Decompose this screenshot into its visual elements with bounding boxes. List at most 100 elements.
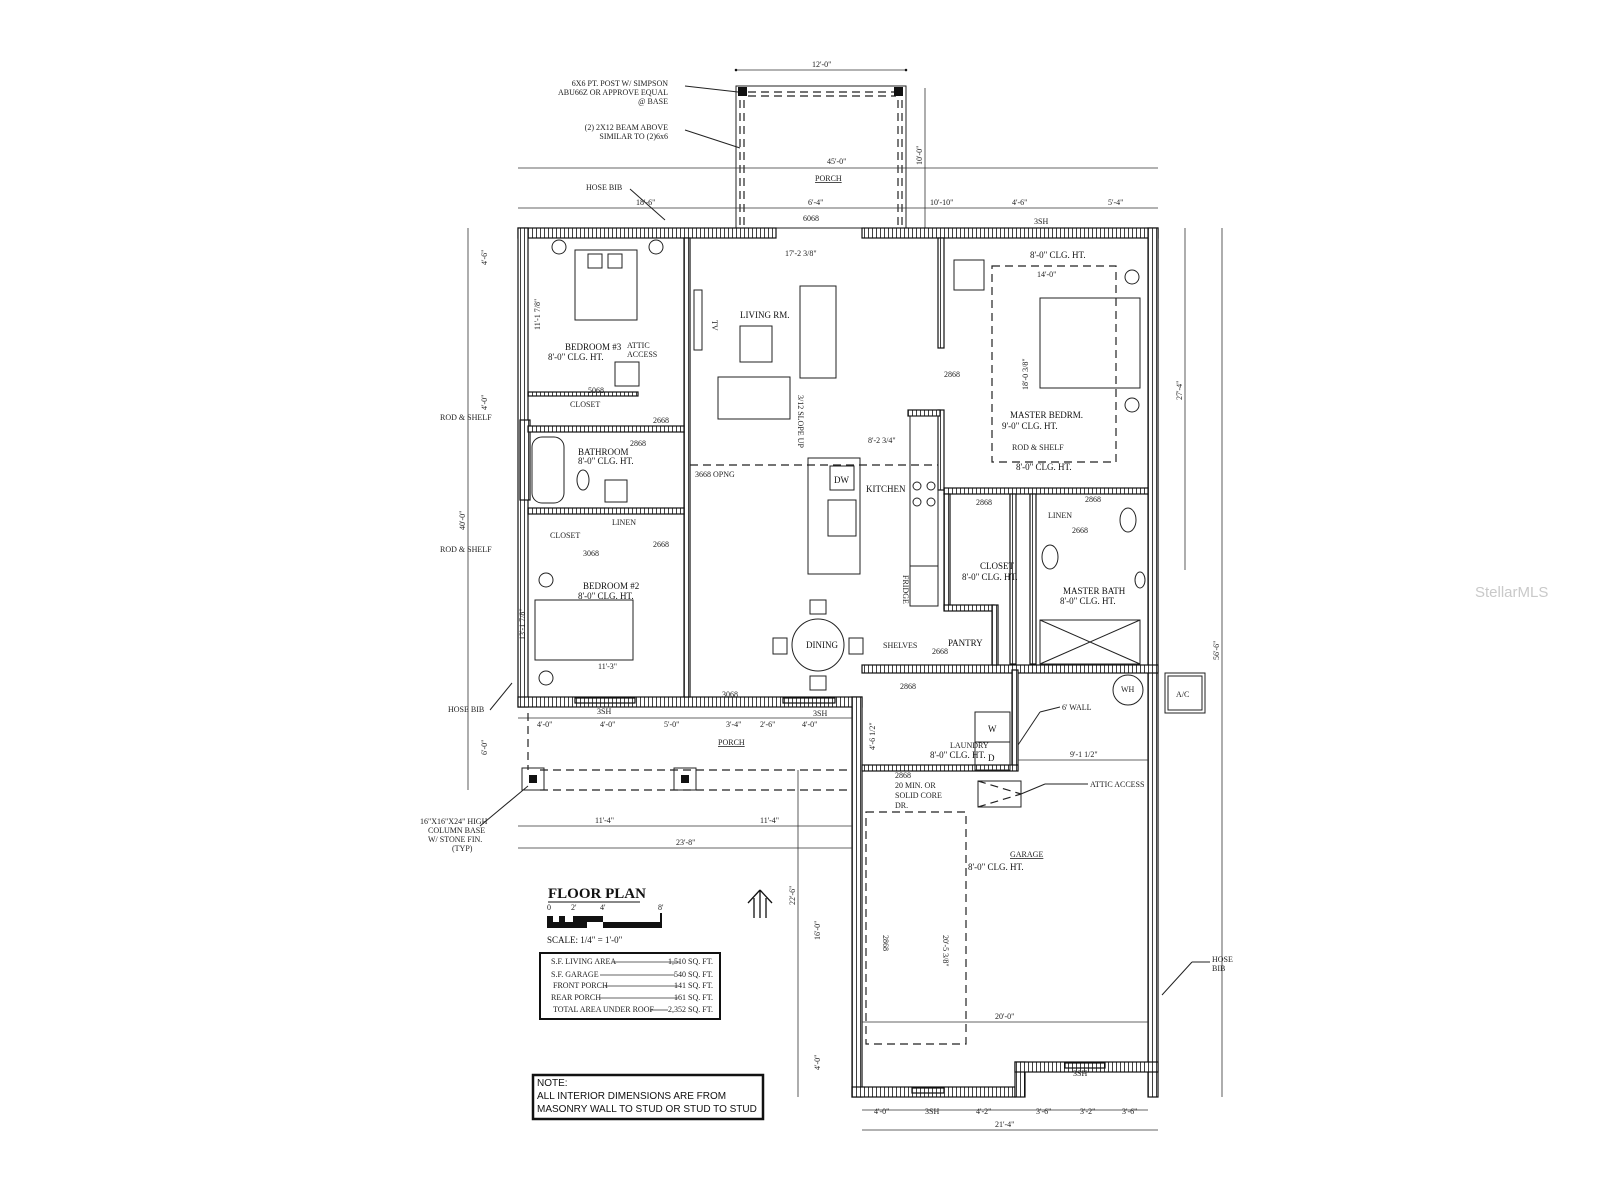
svg-text:40'-0": 40'-0" — [458, 511, 467, 530]
svg-text:FRONT PORCH: FRONT PORCH — [553, 981, 608, 990]
svg-text:3/12 SLOPE UP: 3/12 SLOPE UP — [796, 395, 805, 448]
svg-text:8'-0" CLG. HT.: 8'-0" CLG. HT. — [968, 862, 1024, 872]
svg-text:BIB: BIB — [1212, 964, 1225, 973]
svg-text:3068: 3068 — [722, 690, 738, 699]
svg-text:COLUMN BASE: COLUMN BASE — [428, 826, 485, 835]
svg-text:ATTIC ACCESS: ATTIC ACCESS — [1090, 780, 1144, 789]
bath-exterior — [519, 419, 531, 501]
svg-text:ROD & SHELF: ROD & SHELF — [1012, 443, 1064, 452]
svg-text:LAUNDRY: LAUNDRY — [950, 741, 989, 750]
svg-text:141 SQ. FT.: 141 SQ. FT. — [674, 981, 713, 990]
svg-text:8'-0" CLG. HT.: 8'-0" CLG. HT. — [578, 591, 634, 601]
master-suite: 8'-0" CLG. HT. 14'-0" MASTER BEDRM. 9'-0… — [932, 250, 1146, 665]
title-block: FLOOR PLAN 0 2' 4' 8' SCALE: 1/4" = 1'-0… — [547, 886, 664, 945]
svg-text:ROD & SHELF: ROD & SHELF — [440, 413, 492, 422]
svg-text:2868: 2868 — [881, 935, 890, 951]
svg-text:2868: 2868 — [900, 682, 916, 691]
svg-text:SCALE: 1/4" = 1'-0": SCALE: 1/4" = 1'-0" — [547, 935, 623, 945]
svg-text:2,352 SQ. FT.: 2,352 SQ. FT. — [668, 1005, 713, 1014]
svg-text:BATHROOM: BATHROOM — [578, 447, 629, 457]
svg-text:ALL INTERIOR DIMENSIONS ARE FR: ALL INTERIOR DIMENSIONS ARE FROM — [537, 1091, 726, 1102]
svg-text:11'-4": 11'-4" — [760, 816, 779, 825]
svg-text:BEDROOM #2: BEDROOM #2 — [583, 581, 639, 591]
column-base — [521, 767, 545, 791]
svg-text:22'-6": 22'-6" — [788, 886, 797, 905]
svg-text:LINEN: LINEN — [1048, 511, 1072, 520]
svg-text:4'-0": 4'-0" — [480, 395, 489, 410]
svg-text:CLOSET: CLOSET — [570, 400, 600, 409]
svg-text:CLOSET: CLOSET — [980, 561, 1015, 571]
svg-text:5'-0": 5'-0" — [664, 720, 679, 729]
svg-text:4'-0": 4'-0" — [537, 720, 552, 729]
svg-text:2668: 2668 — [653, 540, 669, 549]
svg-text:4'-0": 4'-0" — [813, 1055, 822, 1070]
svg-text:HOSE BIB: HOSE BIB — [448, 705, 484, 714]
water-heater — [1112, 674, 1144, 706]
tv-stand — [693, 289, 703, 351]
svg-text:4'-6": 4'-6" — [1012, 198, 1027, 207]
svg-text:MASTER BEDRM.: MASTER BEDRM. — [1010, 410, 1083, 420]
svg-text:8'-2 3/4": 8'-2 3/4" — [868, 436, 896, 445]
svg-text:0: 0 — [547, 903, 551, 912]
svg-text:540 SQ. FT.: 540 SQ. FT. — [674, 970, 713, 979]
svg-text:10'-10": 10'-10" — [930, 198, 953, 207]
svg-text:4'-0": 4'-0" — [600, 720, 615, 729]
svg-text:21'-4": 21'-4" — [995, 1120, 1014, 1129]
svg-text:18'-0 3/8": 18'-0 3/8" — [1021, 358, 1030, 390]
svg-text:GARAGE: GARAGE — [1010, 850, 1043, 859]
svg-text:PORCH: PORCH — [718, 738, 745, 747]
svg-text:S.F. LIVING AREA: S.F. LIVING AREA — [551, 957, 616, 966]
note-box: NOTE: ALL INTERIOR DIMENSIONS ARE FROM M… — [531, 1073, 765, 1121]
svg-text:11'-4": 11'-4" — [595, 816, 614, 825]
svg-text:9'-1 1/2": 9'-1 1/2" — [1070, 750, 1098, 759]
svg-text:6X6 PT. POST W/ SIMPSON: 6X6 PT. POST W/ SIMPSON — [572, 79, 668, 88]
svg-text:2668: 2668 — [1072, 526, 1088, 535]
svg-text:3SH: 3SH — [813, 709, 827, 718]
svg-text:A/C: A/C — [1176, 690, 1189, 699]
svg-text:13'-1 7/8": 13'-1 7/8" — [518, 608, 527, 640]
watermark: StellarMLS — [1475, 584, 1548, 601]
svg-text:3'-4": 3'-4" — [726, 720, 741, 729]
svg-text:8'-0" CLG. HT.: 8'-0" CLG. HT. — [548, 352, 604, 362]
svg-text:3'-6": 3'-6" — [1122, 1107, 1137, 1116]
svg-text:KITCHEN: KITCHEN — [866, 484, 906, 494]
porch-post — [894, 87, 903, 96]
kitchen-island — [807, 457, 861, 575]
svg-text:3068: 3068 — [583, 549, 599, 558]
interior-walls — [527, 237, 1149, 772]
svg-text:8'-0" CLG. HT.: 8'-0" CLG. HT. — [1030, 250, 1086, 260]
svg-text:16'-0": 16'-0" — [813, 921, 822, 940]
svg-text:8'-0" CLG. HT.: 8'-0" CLG. HT. — [962, 572, 1018, 582]
svg-text:6' WALL: 6' WALL — [1062, 703, 1092, 712]
svg-text:PORCH: PORCH — [815, 174, 842, 183]
svg-text:8': 8' — [658, 903, 664, 912]
svg-text:2668: 2668 — [653, 416, 669, 425]
svg-text:20'-5 3/8": 20'-5 3/8" — [941, 935, 950, 967]
svg-text:2': 2' — [571, 903, 577, 912]
svg-text:8'-0" CLG. HT.: 8'-0" CLG. HT. — [1060, 596, 1116, 606]
svg-text:4'-6 1/2": 4'-6 1/2" — [868, 722, 877, 750]
svg-text:161 SQ. FT.: 161 SQ. FT. — [674, 993, 713, 1002]
svg-text:11'-3": 11'-3" — [598, 662, 617, 671]
svg-text:17'-2 3/8": 17'-2 3/8" — [785, 249, 817, 258]
bathtub — [531, 436, 565, 504]
svg-text:6'-0": 6'-0" — [480, 740, 489, 755]
svg-text:16"X16"X24" HIGH: 16"X16"X24" HIGH — [420, 817, 488, 826]
kitchen-counter — [909, 415, 939, 567]
svg-text:(2) 2X12 BEAM ABOVE: (2) 2X12 BEAM ABOVE — [585, 123, 668, 132]
svg-text:PANTRY: PANTRY — [948, 638, 983, 648]
svg-text:2'-6": 2'-6" — [760, 720, 775, 729]
svg-text:WH: WH — [1121, 685, 1135, 694]
svg-text:20 MIN. OR: 20 MIN. OR — [895, 781, 936, 790]
svg-text:2668: 2668 — [932, 647, 948, 656]
svg-text:REAR PORCH: REAR PORCH — [551, 993, 601, 1002]
svg-text:3668 OPNG: 3668 OPNG — [695, 470, 735, 479]
svg-text:8'-0" CLG. HT.: 8'-0" CLG. HT. — [1016, 462, 1072, 472]
svg-text:DW: DW — [834, 475, 849, 485]
svg-text:23'-8": 23'-8" — [676, 838, 695, 847]
svg-text:NOTE:: NOTE: — [537, 1078, 568, 1089]
